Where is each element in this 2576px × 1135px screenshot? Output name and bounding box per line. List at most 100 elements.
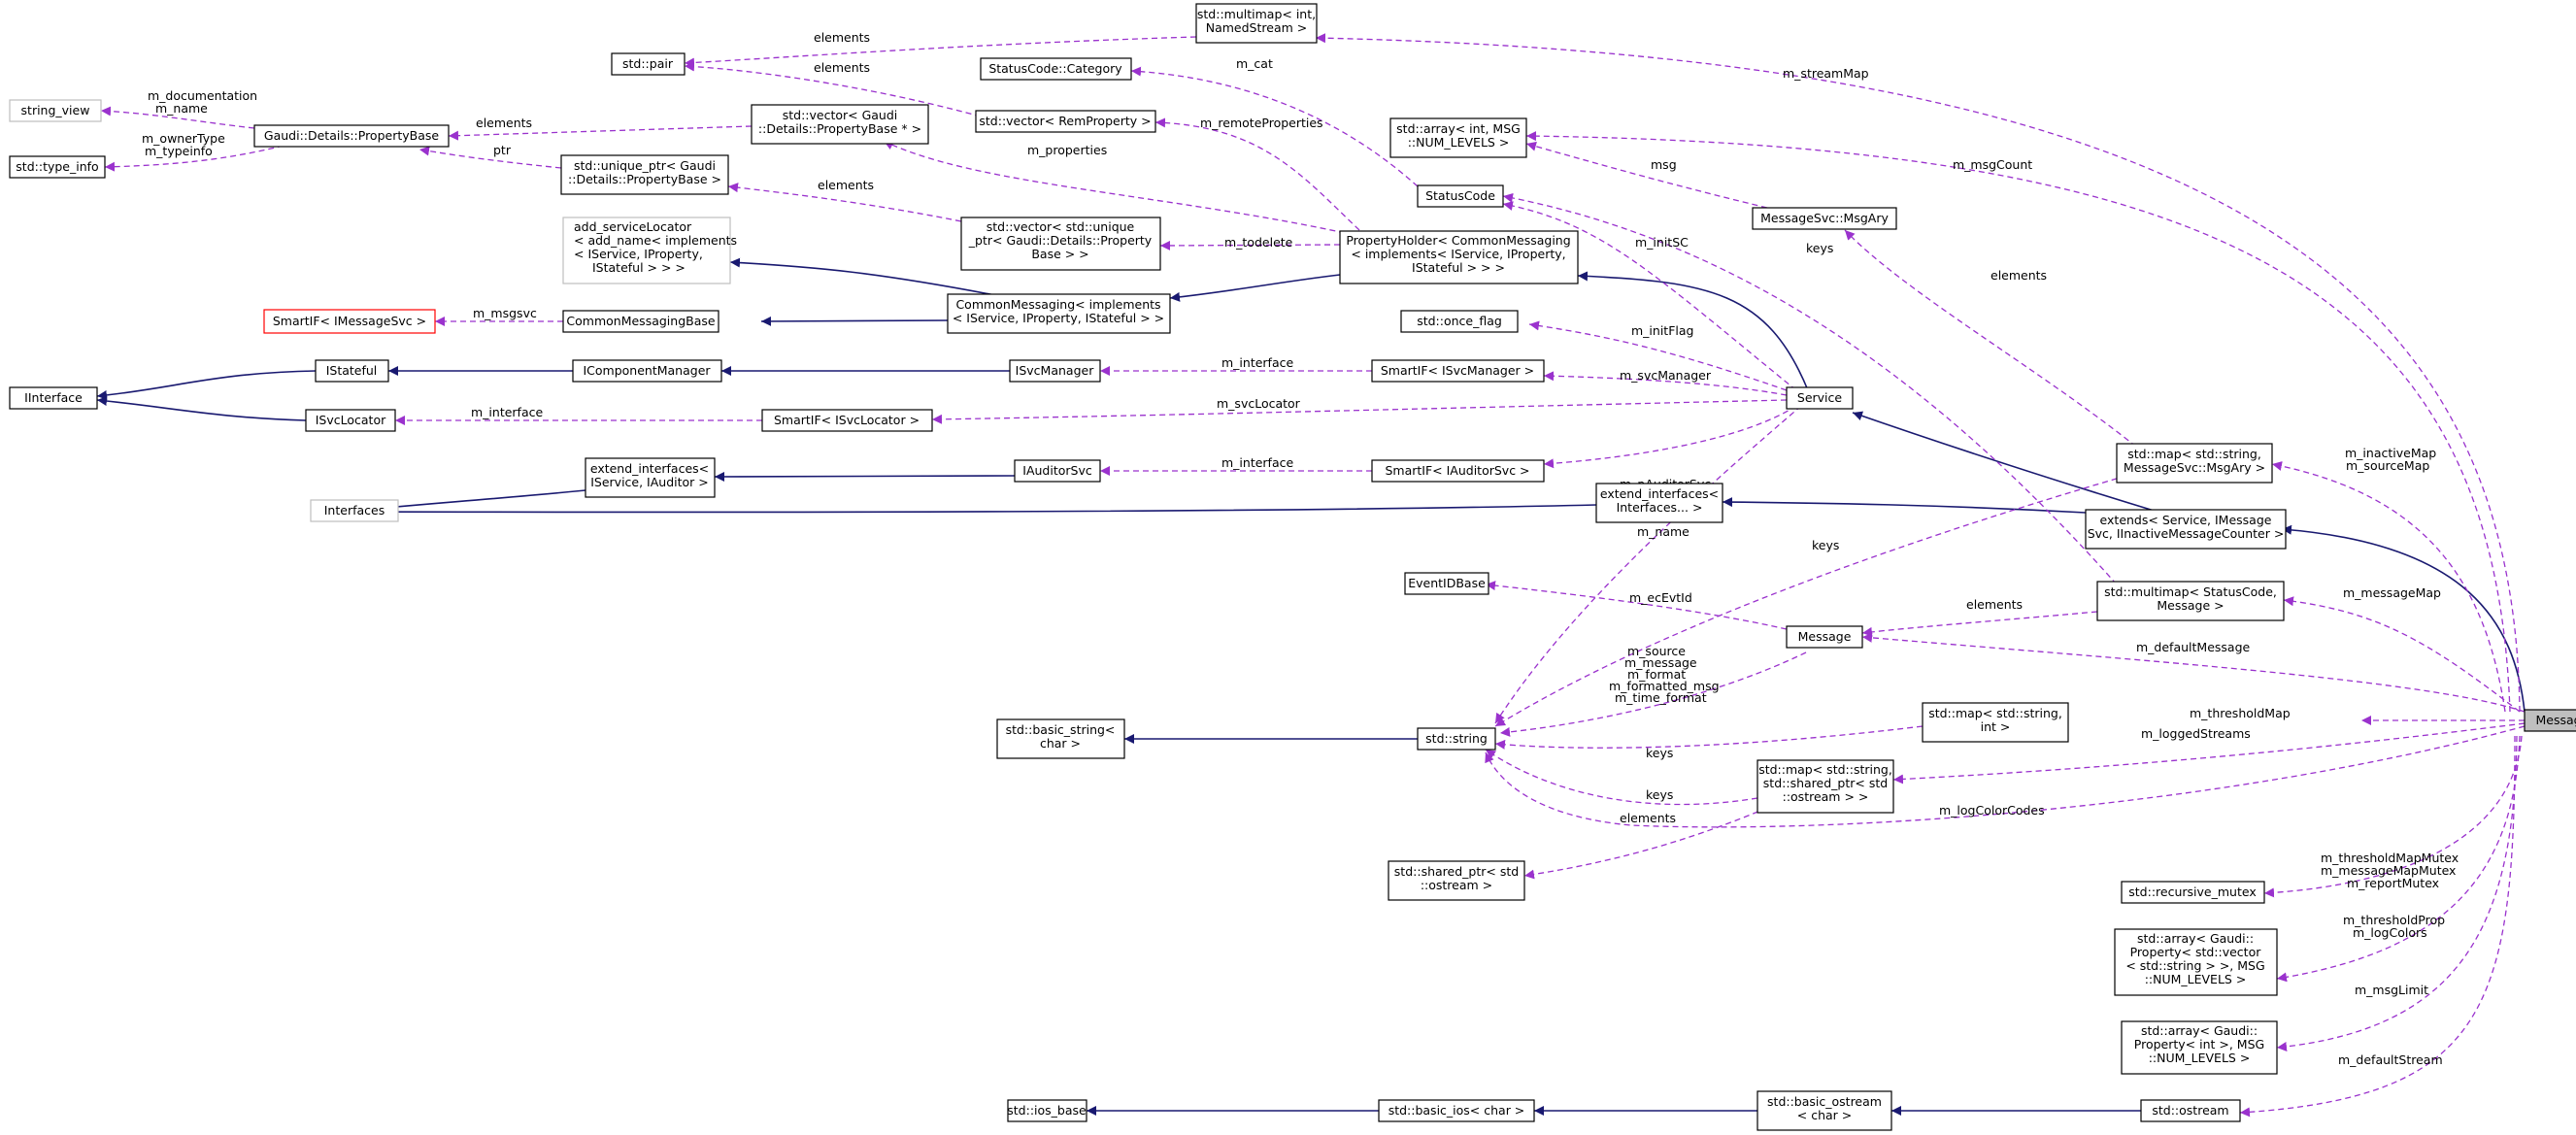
class-node-once-flag[interactable]: std::once_flag (1400, 310, 1519, 333)
class-node-shared-ptr-ostream[interactable]: std::shared_ptr< std::ostream > (1388, 860, 1525, 901)
class-node-array-int-msg[interactable]: std::array< int, MSG::NUM_LEVELS > (1389, 117, 1527, 158)
edge-label-line: m_sourceMap (2346, 458, 2429, 473)
class-node-msg-ary[interactable]: MessageSvc::MsgAry (1752, 207, 1897, 230)
edge-label-message-fields: m_source m_message m_format m_formatted_… (1609, 644, 1723, 705)
class-node-pair[interactable]: std::pair (611, 52, 686, 76)
class-node-isvc-manager[interactable]: ISvcManager (1009, 359, 1101, 383)
edge-map-int-string (1494, 725, 1924, 750)
class-node-unique-ptr-property-base[interactable]: std::unique_ptr< Gaudi::Details::Propert… (560, 154, 729, 195)
class-node-vector-property-base-ptr[interactable]: std::vector< Gaudi::Details::PropertyBas… (751, 104, 929, 145)
node-label-line: std::array< Gaudi:: (2141, 1023, 2258, 1038)
class-node-property-base[interactable]: Gaudi::Details::PropertyBase (253, 124, 450, 148)
class-node-basic-ostream[interactable]: std::basic_ostream< char > (1756, 1090, 1892, 1131)
edge-label-stream-map: m_streamMap (1783, 66, 1869, 81)
class-node-basic-string[interactable]: std::basic_string<char > (996, 718, 1125, 759)
class-node-common-messaging-base[interactable]: CommonMessagingBase (562, 310, 719, 333)
node-label: std::vector< RemProperty > (979, 114, 1151, 128)
class-node-message[interactable]: Message (1786, 625, 1863, 649)
edge-label-keys: keys (1812, 538, 1839, 552)
node-label: std::type_info (16, 159, 98, 174)
class-node-multimap-statuscode-message[interactable]: std::multimap< StatusCode,Message > (2096, 581, 2285, 621)
node-label: std::basic_ios< char > (1388, 1103, 1525, 1118)
node-label: StatusCode (1425, 188, 1495, 203)
edge-map-msgary-string (1494, 475, 2127, 727)
node-label-line: Message > (2157, 598, 2224, 613)
edge-unique-ptr-propertybase (418, 146, 562, 169)
class-node-basic-ios[interactable]: std::basic_ios< char > (1378, 1099, 1535, 1122)
class-node-statuscode[interactable]: StatusCode (1417, 184, 1504, 208)
class-node-istateful[interactable]: IStateful (315, 359, 389, 383)
class-node-ostream[interactable]: std::ostream (2140, 1099, 2241, 1122)
node-label-line: _ptr< Gaudi::Details::Property (968, 233, 1153, 248)
class-node-iinterface[interactable]: IInterface (9, 386, 98, 410)
node-label: std::recursive_mutex (2128, 885, 2256, 899)
class-node-smartif-iauditorsvc[interactable]: SmartIF< IAuditorSvc > (1371, 459, 1545, 483)
class-node-interfaces[interactable]: Interfaces (310, 499, 399, 522)
edge-label-keys: keys (1646, 787, 1673, 802)
class-node-event-id-base[interactable]: EventIDBase (1404, 572, 1489, 595)
class-node-multimap-named-stream[interactable]: std::multimap< int,NamedStream > (1195, 3, 1318, 44)
class-node-smartif-isvcmanager[interactable]: SmartIF< ISvcManager > (1371, 359, 1545, 383)
class-node-add-service-locator[interactable]: add_serviceLocator< add_name< implements… (562, 217, 737, 284)
class-node-vector-rem-property[interactable]: std::vector< RemProperty > (975, 110, 1156, 133)
class-node-smartif-isvclocator[interactable]: SmartIF< ISvcLocator > (761, 409, 933, 432)
class-node-service[interactable]: Service (1786, 386, 1854, 410)
edge-label-svc-locator: m_svcLocator (1217, 396, 1301, 411)
node-label-line: IService, IAuditor > (590, 475, 709, 489)
node-label-line: < char > (1797, 1108, 1853, 1122)
class-node-message-svc[interactable]: MessageSvc (2524, 709, 2576, 732)
node-label-line: ::ostream > > (1783, 789, 1869, 804)
class-node-type-info[interactable]: std::type_info (9, 155, 106, 179)
edge-label-line: m_reportMutex (2347, 876, 2439, 890)
node-label: CommonMessagingBase (566, 314, 715, 328)
class-node-string[interactable]: std::string (1417, 727, 1496, 751)
class-node-smartif-imessagesvc[interactable]: SmartIF< IMessageSvc > (263, 309, 436, 334)
edge-label-line: m_format (1627, 667, 1686, 682)
edge-label-interface: m_interface (1221, 455, 1293, 470)
class-node-isvc-locator[interactable]: ISvcLocator (305, 409, 396, 432)
class-node-array-property-vector[interactable]: std::array< Gaudi::Property< std::vector… (2114, 928, 2278, 996)
class-node-extend-interfaces[interactable]: extend_interfaces<Interfaces... > (1595, 483, 1723, 523)
edge-label-msgsvc: m_msgsvc (473, 306, 537, 320)
class-node-array-property-int[interactable]: std::array< Gaudi::Property< int >, MSG:… (2121, 1020, 2278, 1075)
edge-label-line: m_typeinfo (145, 144, 213, 158)
edge-labels: m_streamMap elements elements m_cat m_do… (142, 30, 2459, 1067)
node-label-line: < std::string > >, MSG (2125, 958, 2264, 973)
node-label-line: Property< std::vector (2130, 945, 2262, 959)
class-node-statuscode-category[interactable]: StatusCode::Category (980, 57, 1132, 81)
class-node-ios-base[interactable]: std::ios_base (1007, 1099, 1087, 1122)
edge-label-elements: elements (818, 178, 874, 192)
edge-label-line: m_source (1627, 644, 1686, 658)
class-node-string-view[interactable]: string_view (9, 99, 102, 122)
edge-msgary-array-msg (1525, 141, 1768, 209)
node-label-line: std::array< int, MSG (1396, 121, 1521, 136)
node-label-line: std::basic_string< (1006, 722, 1116, 737)
edge-label-log-color-codes: m_logColorCodes (1939, 803, 2045, 818)
class-node-icomponent-manager[interactable]: IComponentManager (572, 359, 722, 383)
class-node-map-string-shared-ptr[interactable]: std::map< std::string,std::shared_ptr< s… (1756, 759, 1894, 814)
edge-label-elements: elements (814, 30, 870, 45)
svg-text:std::map< std::string,std::sha: std::map< std::string,std::shared_ptr< s… (1758, 762, 1892, 804)
class-node-vector-unique-ptr[interactable]: std::vector< std::unique_ptr< Gaudi::Det… (960, 217, 1161, 271)
node-label: IInterface (24, 390, 83, 405)
svg-text:std::vector< std::unique_ptr<: std::vector< std::unique_ptr< Gaudi::Det… (968, 219, 1153, 261)
edge-messagesvc-ostream (2239, 735, 2516, 1118)
node-label: ISvcManager (1016, 363, 1095, 378)
svg-text:std::array< Gaudi::Property< s: std::array< Gaudi::Property< std::vector… (2125, 931, 2264, 986)
class-node-common-messaging[interactable]: CommonMessaging< implements< IService, I… (947, 293, 1171, 334)
edge-vector-remprop-pair (684, 61, 982, 117)
class-node-map-msg-ary[interactable]: std::map< std::string,MessageSvc::MsgAry… (2116, 443, 2273, 484)
class-node-recursive-mutex[interactable]: std::recursive_mutex (2121, 881, 2265, 904)
class-node-iauditor-svc[interactable]: IAuditorSvc (1014, 459, 1101, 483)
class-node-property-holder[interactable]: PropertyHolder< CommonMessaging< impleme… (1339, 230, 1579, 284)
node-label-line: ::ostream > (1421, 878, 1492, 892)
node-label: Gaudi::Details::PropertyBase (264, 128, 439, 143)
svg-text:std::array< int, MSG::NUM_LEVE: std::array< int, MSG::NUM_LEVELS > (1396, 121, 1521, 150)
svg-text:std::array< Gaudi::Property< i: std::array< Gaudi::Property< int >, MSG:… (2134, 1023, 2264, 1065)
class-node-extend-interfaces-iauditor[interactable]: extend_interfaces<IService, IAuditor > (585, 457, 716, 498)
node-label: IComponentManager (583, 363, 711, 378)
class-node-map-string-int[interactable]: std::map< std::string,int > (1922, 702, 2069, 743)
edge-label-owner-type-typeinfo: m_ownerType m_typeinfo (142, 131, 229, 158)
edge-label-line: m_messageMapMutex (2321, 863, 2456, 878)
